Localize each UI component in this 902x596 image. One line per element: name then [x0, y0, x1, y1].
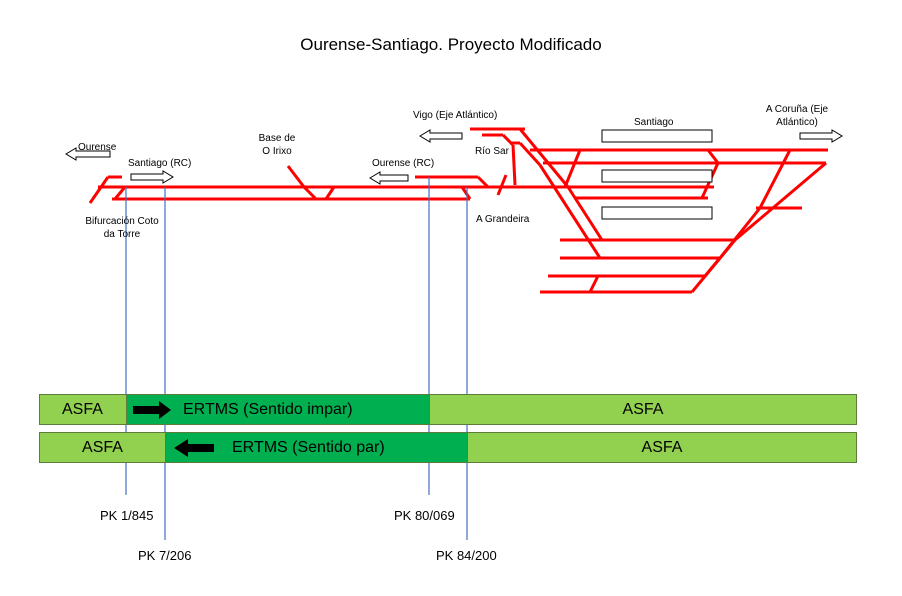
bar-par-asfa-right-label: ASFA [641, 438, 683, 456]
label-ourense-rc: Ourense (RC) [372, 158, 435, 169]
pk-label-80069: PK 80/069 [394, 508, 455, 523]
label-base-irixo-2: O Irixo [262, 146, 292, 157]
solid-arrow-icon [174, 439, 214, 457]
label-grandeira: A Grandeira [476, 214, 530, 225]
bar-impar-asfa-left-label: ASFA [62, 400, 103, 418]
label-coruna-2: Atlántico) [776, 117, 818, 128]
bar-par-asfa-right: ASFA [467, 432, 857, 463]
pk-label-84200: PK 84/200 [436, 548, 497, 563]
bar-par-asfa-left: ASFA [39, 432, 166, 463]
label-ourense-left: Ourense [78, 142, 117, 153]
bar-par-ertms: ERTMS (Sentido par) [165, 432, 468, 463]
bar-impar-ertms: ERTMS (Sentido impar) [126, 394, 430, 425]
station-platforms [601, 129, 713, 220]
bar-impar-asfa-right-label: ASFA [622, 400, 664, 418]
track-lines [88, 127, 828, 294]
bar-impar-asfa-right: ASFA [429, 394, 857, 425]
label-bifurcacion-2: da Torre [103, 229, 141, 240]
pk-label-7206: PK 7/206 [138, 548, 192, 563]
pk-marker-lines [125, 177, 468, 540]
label-rio-sar: Río Sar [475, 146, 509, 157]
bar-impar-ertms-label: ERTMS (Sentido impar) [183, 400, 353, 418]
outline-arrow-icon [65, 129, 843, 185]
label-santiago: Santiago [634, 117, 674, 128]
bar-impar-asfa-left: ASFA [39, 394, 127, 425]
label-base-irixo-1: Base de [258, 133, 296, 144]
diagram-title: Ourense-Santiago. Proyecto Modificado [300, 35, 602, 54]
bar-par-asfa-left-label: ASFA [82, 438, 123, 456]
label-coruna-1: A Coruña (Eje [765, 104, 829, 115]
pk-label-1845: PK 1/845 [100, 508, 154, 523]
label-bifurcacion-1: Bifurcación Coto [85, 216, 159, 227]
solid-arrow-icon [133, 401, 171, 419]
label-vigo: Vigo (Eje Atlántico) [413, 110, 498, 121]
label-santiago-rc: Santiago (RC) [128, 158, 192, 169]
bar-par-ertms-label: ERTMS (Sentido par) [232, 438, 385, 456]
